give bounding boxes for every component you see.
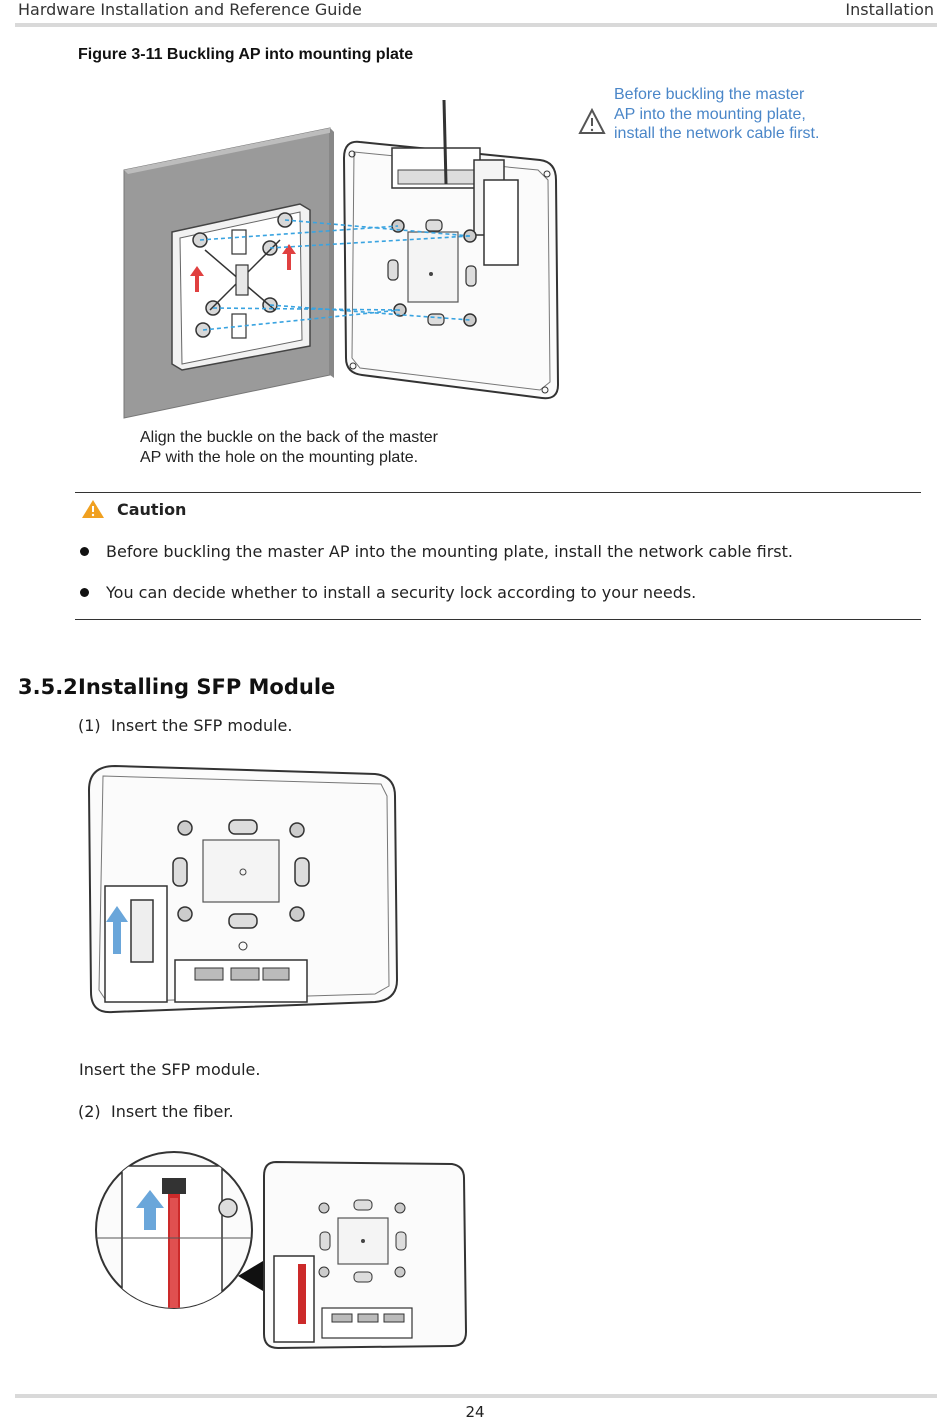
alignment-guides <box>199 219 471 331</box>
figure-sfp-insert <box>87 764 399 1014</box>
step-number: (2) <box>78 1102 101 1121</box>
bullet-dot <box>80 547 89 556</box>
step-text: Insert the SFP module. <box>111 716 293 735</box>
ap-back-illustration <box>342 99 560 400</box>
header-rule <box>15 23 937 27</box>
caution-title: Caution <box>117 500 187 519</box>
caution-item: You can decide whether to install a secu… <box>106 583 697 602</box>
callout-warning-icon <box>578 107 606 134</box>
running-header-title: Hardware Installation and Reference Guid… <box>18 0 362 19</box>
note-line: AP with the hole on the mounting plate. <box>140 449 419 466</box>
footer-rule <box>15 1394 937 1398</box>
figure-note: Align the buckle on the back of the mast… <box>140 428 438 468</box>
step-number: (1) <box>78 716 101 735</box>
section-title: Installing SFP Module <box>78 675 336 699</box>
step-text: Insert the fiber. <box>111 1102 234 1121</box>
page-number: 24 <box>465 1403 485 1421</box>
section-number: 3.5.2 <box>18 675 78 699</box>
caution-warning-icon <box>82 500 104 518</box>
caution-bottom-rule <box>75 619 921 620</box>
figure-mounting-illustration <box>123 99 606 419</box>
figure-fiber-insert <box>95 1151 468 1350</box>
figure-callout: Before buckling the master AP into the m… <box>614 85 819 144</box>
caution-top-rule <box>75 492 921 493</box>
mounting-plate <box>171 203 311 371</box>
callout-line: AP into the mounting plate, <box>614 105 806 123</box>
callout-line: install the network cable first. <box>614 125 820 142</box>
figure-caption: Figure 3-11 Buckling AP into mounting pl… <box>78 46 414 63</box>
note-line: Align the buckle on the back of the mast… <box>140 429 438 446</box>
image-caption: Insert the SFP module. <box>79 1060 261 1079</box>
caution-item: Before buckling the master AP into the m… <box>106 542 793 561</box>
bullet-dot <box>80 588 89 597</box>
callout-line: Before buckling the master <box>614 86 805 103</box>
running-header-section: Installation <box>845 0 934 19</box>
